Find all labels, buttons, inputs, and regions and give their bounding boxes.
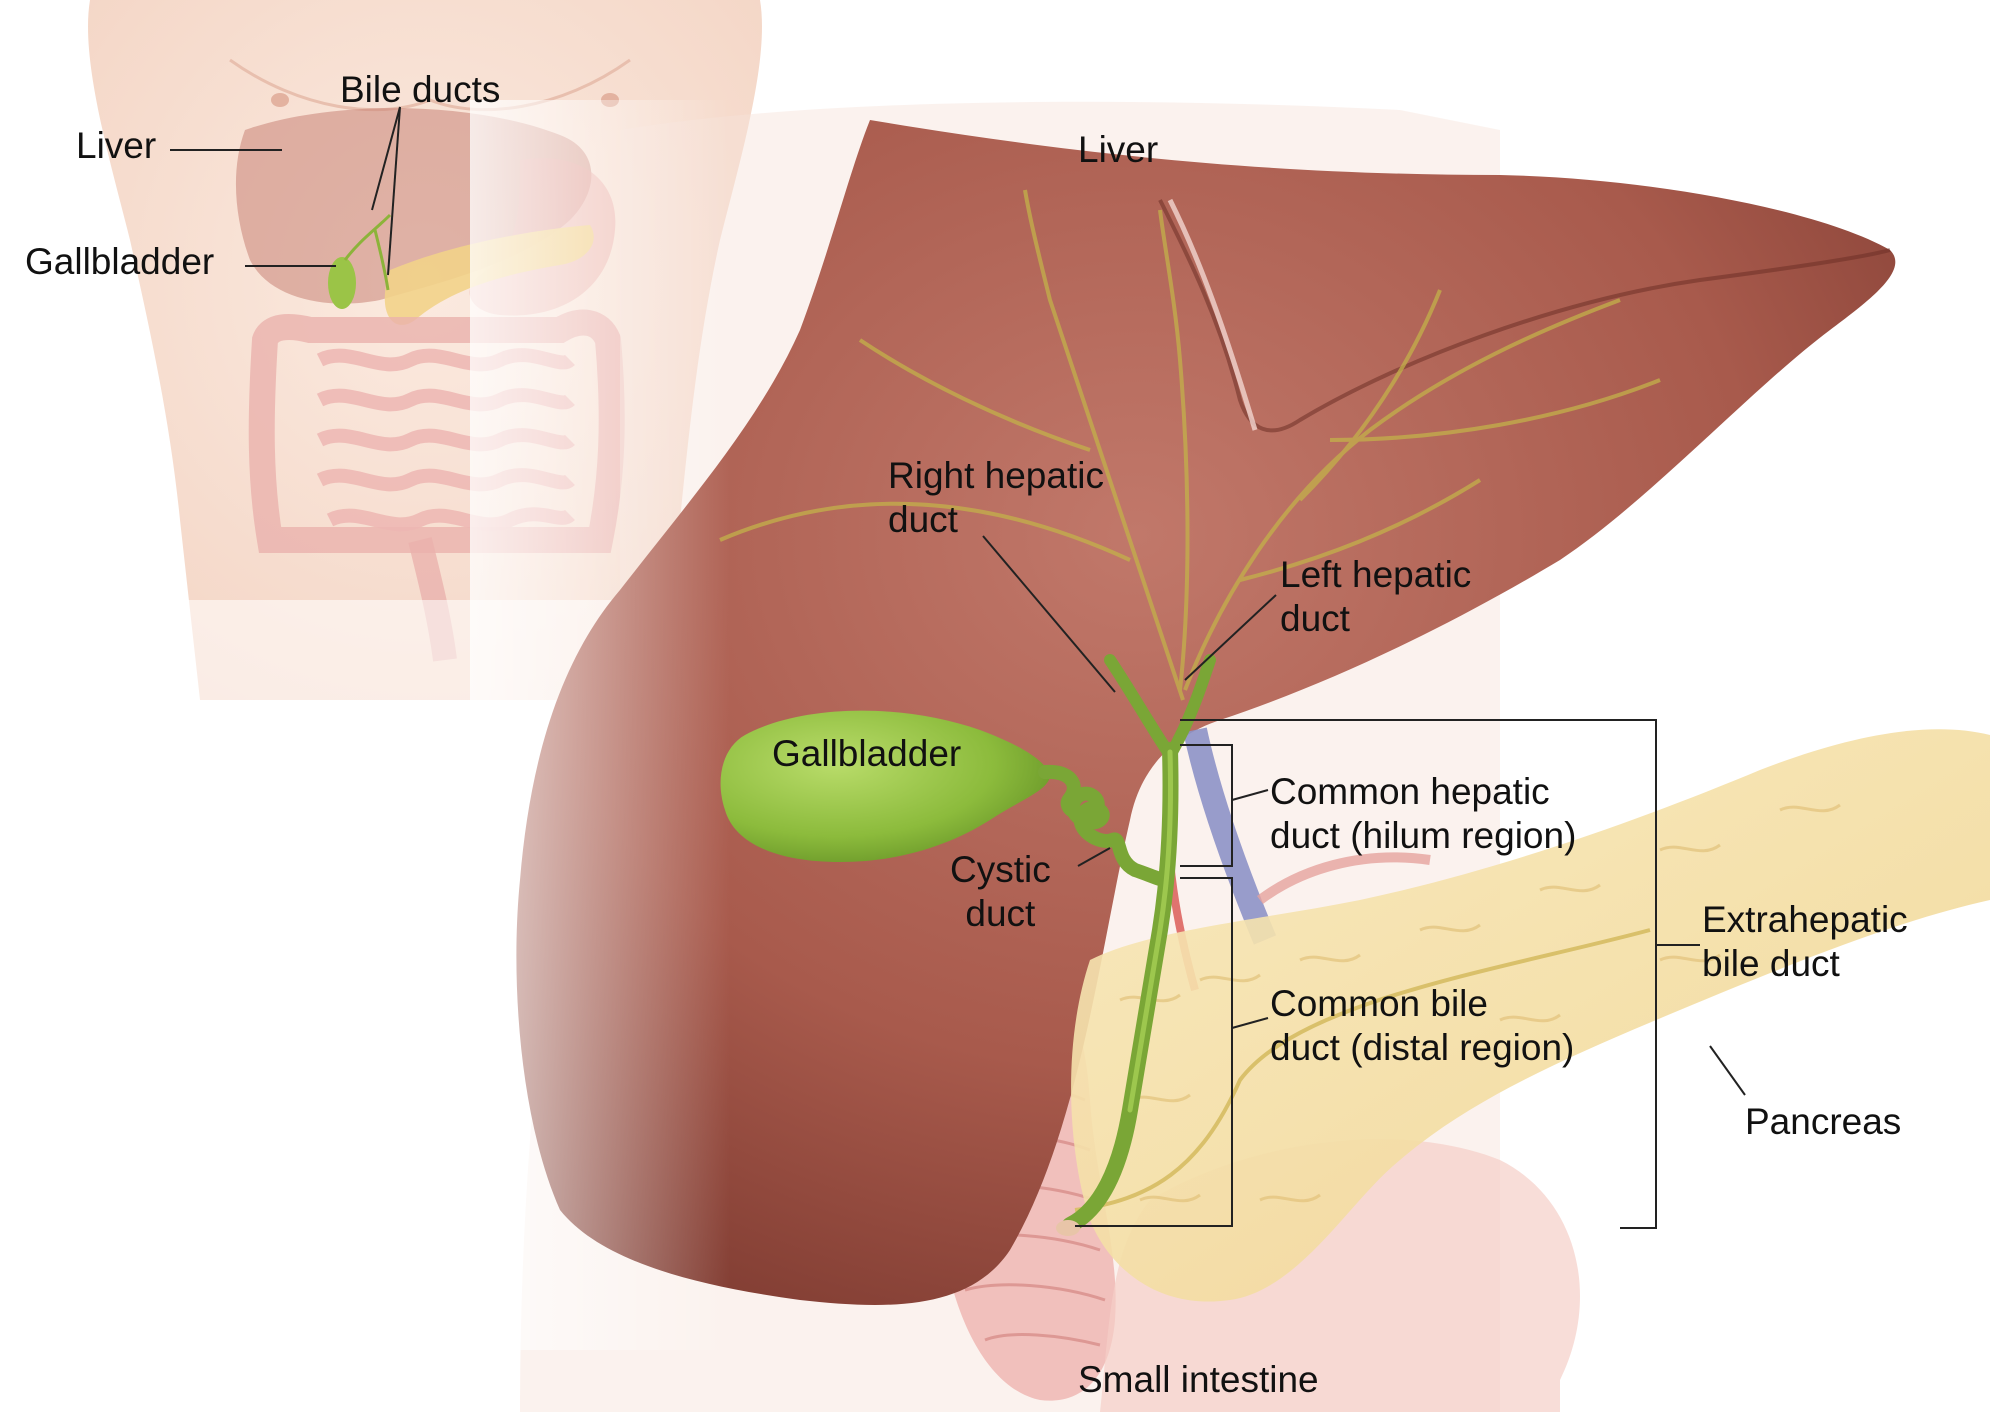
label-left-hepatic-duct: Left hepatic duct	[1280, 553, 1471, 641]
ampulla	[1056, 1220, 1080, 1236]
label-common-bile-duct-line1: Common bile	[1270, 982, 1574, 1026]
label-pancreas: Pancreas	[1745, 1100, 1901, 1144]
inset-label-bile-ducts: Bile ducts	[340, 68, 500, 112]
liver-fade	[470, 100, 730, 1350]
label-right-hepatic-duct-line2: duct	[888, 498, 1104, 542]
label-extrahepatic-bile-duct-line1: Extrahepatic	[1702, 898, 1908, 942]
label-left-hepatic-duct-line1: Left hepatic	[1280, 553, 1471, 597]
label-gallbladder: Gallbladder	[772, 732, 961, 776]
label-common-hepatic-duct-line2: duct (hilum region)	[1270, 814, 1576, 858]
label-common-hepatic-duct-line1: Common hepatic	[1270, 770, 1576, 814]
label-common-hepatic-duct: Common hepatic duct (hilum region)	[1270, 770, 1576, 858]
label-common-bile-duct-line2: duct (distal region)	[1270, 1026, 1574, 1070]
nipple-left	[271, 93, 289, 107]
inset-label-liver: Liver	[76, 124, 156, 168]
label-right-hepatic-duct-line1: Right hepatic	[888, 454, 1104, 498]
inset-gallbladder	[328, 257, 356, 309]
label-small-intestine: Small intestine	[1078, 1358, 1319, 1402]
label-cystic-duct-line2: duct	[950, 892, 1051, 936]
label-cystic-duct-line1: Cystic	[950, 848, 1051, 892]
leader-pancreas	[1710, 1046, 1745, 1095]
label-cystic-duct: Cystic duct	[950, 848, 1051, 936]
label-right-hepatic-duct: Right hepatic duct	[888, 454, 1104, 542]
label-extrahepatic-bile-duct-line2: bile duct	[1702, 942, 1908, 986]
label-common-bile-duct: Common bile duct (distal region)	[1270, 982, 1574, 1070]
label-left-hepatic-duct-line2: duct	[1280, 597, 1471, 641]
label-liver: Liver	[1078, 128, 1158, 172]
inset-label-gallbladder: Gallbladder	[25, 240, 214, 284]
label-extrahepatic-bile-duct: Extrahepatic bile duct	[1702, 898, 1908, 986]
